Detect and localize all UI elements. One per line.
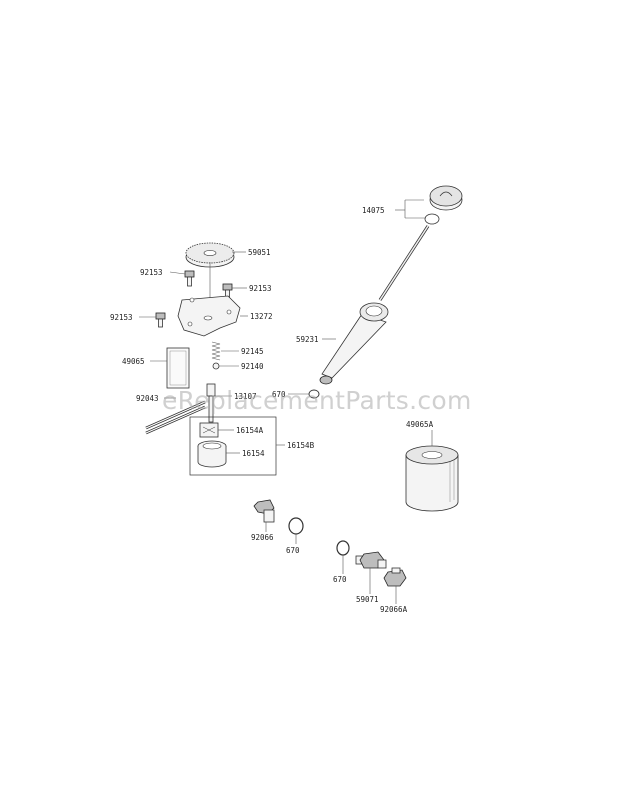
label-92153-b: 92153 <box>249 284 272 293</box>
oil-pipe[interactable] <box>145 400 206 435</box>
label-49065: 49065 <box>122 357 145 366</box>
pump-shaft[interactable] <box>206 383 216 423</box>
label-16154: 16154 <box>242 449 265 458</box>
drain-plug-washer[interactable] <box>288 517 304 535</box>
label-92066A: 92066A <box>380 605 408 614</box>
tube-o-ring[interactable] <box>308 389 320 399</box>
label-92145: 92145 <box>241 347 264 356</box>
label-92153-a: 92153 <box>140 268 163 277</box>
label-14075: 14075 <box>362 206 385 215</box>
label-49065A: 49065A <box>406 420 434 429</box>
dipstick[interactable] <box>378 185 463 301</box>
strainer-cap[interactable] <box>199 422 219 438</box>
label-16154B: 16154B <box>287 441 315 450</box>
leader-lines <box>139 199 433 604</box>
drain-plug-92066[interactable] <box>253 499 275 523</box>
label-92153-c: 92153 <box>110 313 133 322</box>
label-92043: 92043 <box>136 394 159 403</box>
label-59071: 59071 <box>356 595 379 604</box>
label-92140: 92140 <box>241 362 264 371</box>
label-670-a: 670 <box>272 390 286 399</box>
bolt-92153-left-bottom[interactable] <box>155 312 166 328</box>
strainer[interactable] <box>197 440 227 468</box>
pump-gasket[interactable] <box>166 347 190 389</box>
drain-plug-92066a[interactable] <box>383 567 407 587</box>
pump-cover-plate[interactable] <box>177 295 241 337</box>
fitting-washer[interactable] <box>336 540 350 556</box>
label-13272: 13272 <box>250 312 273 321</box>
label-670-b: 670 <box>286 546 300 555</box>
oil-filler-tube[interactable] <box>319 302 389 385</box>
label-59231: 59231 <box>296 335 319 344</box>
oil-filter[interactable] <box>405 445 459 512</box>
strainer-assembly-box <box>189 416 277 476</box>
drain-fitting[interactable] <box>355 551 387 569</box>
label-92066: 92066 <box>251 533 274 542</box>
pump-gear[interactable] <box>185 242 235 318</box>
label-670-c: 670 <box>333 575 347 584</box>
relief-spring[interactable] <box>211 341 221 361</box>
relief-ball[interactable] <box>212 362 220 370</box>
label-59051: 59051 <box>248 248 271 257</box>
bolt-92153-left-top[interactable] <box>184 270 195 287</box>
label-16154A: 16154A <box>236 426 264 435</box>
label-13107: 13107 <box>234 392 257 401</box>
